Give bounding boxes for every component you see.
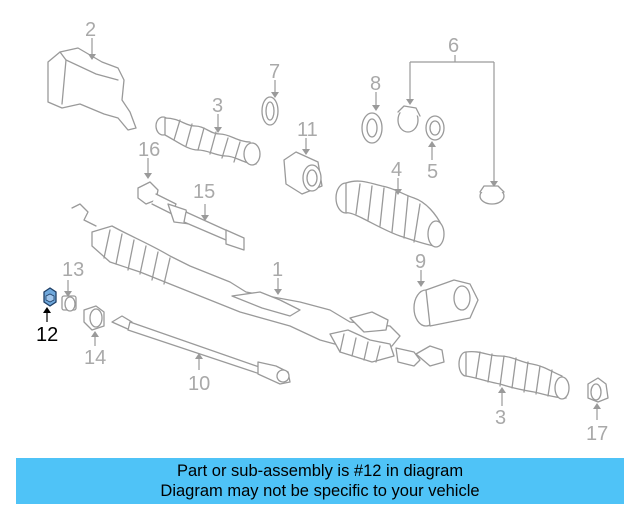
part-13-nut[interactable] [61, 295, 77, 312]
callout-2[interactable]: 2 [85, 19, 96, 41]
callout-6[interactable]: 6 [448, 35, 459, 57]
part-1-steering-rack[interactable] [71, 203, 445, 367]
callout-17[interactable]: 17 [586, 423, 608, 445]
part-17-cap[interactable] [587, 377, 609, 403]
part-12-highlighted[interactable] [43, 287, 57, 307]
part-11-bushing[interactable] [283, 151, 323, 195]
callout-4[interactable]: 4 [391, 159, 402, 181]
part-7-ring[interactable] [261, 96, 279, 126]
callout-9[interactable]: 9 [415, 251, 426, 273]
callout-16[interactable]: 16 [138, 139, 160, 161]
callout-13[interactable]: 13 [62, 259, 84, 281]
part-10-tie-rod[interactable] [111, 315, 291, 385]
part-15-inner-tie-rod[interactable] [167, 203, 245, 251]
callout-15[interactable]: 15 [193, 181, 215, 203]
part-14-bushing[interactable] [83, 305, 105, 331]
parts-diagram: 2 3 7 11 8 6 [36, 19, 609, 445]
callout-12[interactable]: 12 [36, 324, 58, 346]
part-3-boot-lower[interactable] [458, 350, 570, 400]
part-4-boot[interactable] [335, 180, 445, 248]
part-6-clamp-lower[interactable] [479, 185, 505, 205]
banner-line-2: Diagram may not be specific to your vehi… [160, 482, 480, 500]
part-5-ring[interactable] [425, 115, 445, 141]
part-16-tie-rod-end[interactable] [137, 181, 177, 215]
banner-line-1: Part or sub-assembly is #12 in diagram [176, 462, 464, 480]
callout-10[interactable]: 10 [188, 373, 210, 395]
callout-7[interactable]: 7 [269, 61, 280, 83]
callout-3-lower[interactable]: 3 [495, 407, 506, 429]
callout-14[interactable]: 14 [84, 347, 106, 369]
callout-5[interactable]: 5 [427, 161, 438, 183]
part-3-boot-upper[interactable] [155, 116, 261, 166]
info-banner: Part or sub-assembly is #12 in diagram D… [16, 458, 624, 504]
part-9-cover[interactable] [413, 279, 479, 327]
part-2-heat-shield[interactable] [47, 47, 137, 131]
callout-3-upper[interactable]: 3 [212, 95, 223, 117]
part-6-clamp-upper[interactable] [397, 105, 421, 133]
part-8-ring[interactable] [361, 112, 383, 144]
callout-8[interactable]: 8 [370, 73, 381, 95]
callout-11[interactable]: 11 [297, 119, 318, 141]
callout-1[interactable]: 1 [272, 259, 283, 281]
